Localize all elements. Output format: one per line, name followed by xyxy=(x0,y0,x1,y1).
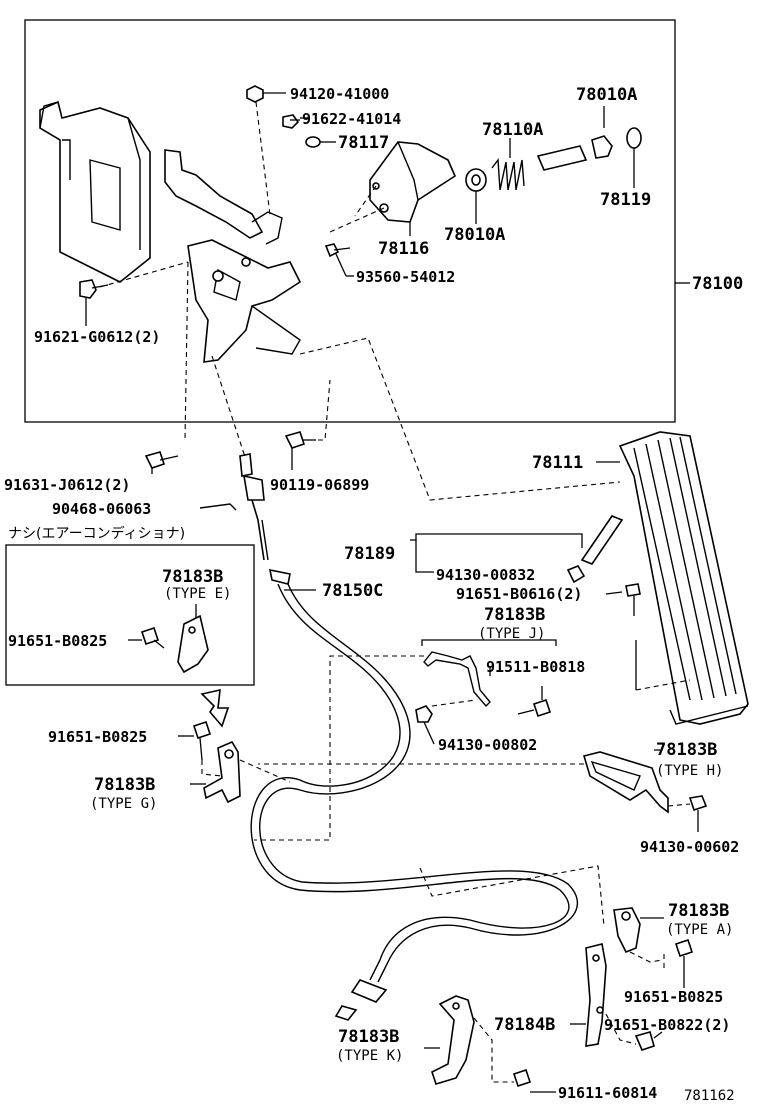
dash-type-g xyxy=(201,760,223,777)
dash-cable-top xyxy=(211,355,247,461)
nut-94130-00802 xyxy=(415,705,433,723)
assembly-frame-78100 xyxy=(24,19,676,423)
label-78116: 78116 xyxy=(378,239,429,259)
dash-pedal-link xyxy=(299,337,621,501)
label-90119: 90119-06899 xyxy=(270,476,369,494)
dash-type-a xyxy=(629,951,663,963)
label-91611: 91611-60814 xyxy=(558,1084,657,1102)
bolt-91651-b0616 xyxy=(625,583,641,616)
label-91631: 91631-J0612(2) xyxy=(4,476,130,494)
pedal-arm-support xyxy=(164,149,302,363)
clamp-78183b-type-k xyxy=(431,995,475,1085)
label-78111: 78111 xyxy=(532,453,583,473)
clamp-78183b-type-e xyxy=(177,614,209,674)
label-78183b-j: 78183B xyxy=(484,605,545,625)
bolt-91651-b0825-a xyxy=(674,938,694,988)
clamp-78183b-type-a xyxy=(613,907,641,954)
clip-90468 xyxy=(199,503,237,511)
spring-78110a xyxy=(491,158,525,191)
bolt-91511 xyxy=(517,698,552,718)
label-type-e: (TYPE E) xyxy=(164,586,231,602)
label-94130-00832: 94130-00832 xyxy=(436,566,535,584)
nut-94120 xyxy=(246,85,264,103)
label-78110a: 78110A xyxy=(482,120,543,140)
label-78183b-e: 78183B xyxy=(162,567,223,587)
label-91511: 91511-B0818 xyxy=(486,658,585,676)
label-type-g: (TYPE G) xyxy=(90,796,157,812)
nut-94130-00602 xyxy=(688,795,708,812)
label-78183b-g: 78183B xyxy=(94,775,155,795)
dash-78116 xyxy=(329,207,385,233)
rod-78010a xyxy=(536,145,588,171)
bolt-91622 xyxy=(282,114,300,129)
bolt-91621 xyxy=(79,279,109,299)
label-78010a-mid: 78010A xyxy=(444,225,505,245)
label-78183b-h: 78183B xyxy=(656,740,717,760)
label-91651-b0825-a: 91651-B0825 xyxy=(624,988,723,1006)
bushing-78010a-mid xyxy=(465,168,487,192)
dash-90119 xyxy=(300,379,331,441)
label-type-h: (TYPE H) xyxy=(656,763,723,779)
label-no-ac: ナシ(エアーコンディショナ) xyxy=(8,525,185,542)
bolt-91631 xyxy=(144,451,179,469)
dash-94120 xyxy=(255,101,271,216)
bracket-78116 xyxy=(369,141,457,223)
clamp-78183b-type-g xyxy=(203,740,241,804)
dash-78116-b xyxy=(354,185,377,217)
washer-78117 xyxy=(305,136,321,148)
label-78183b-a: 78183B xyxy=(668,901,729,921)
label-78183b-k: 78183B xyxy=(338,1027,399,1047)
throttle-cable-78150c xyxy=(239,453,579,1021)
bracket-78184b xyxy=(585,943,607,1047)
label-78010a-top: 78010A xyxy=(576,85,637,105)
label-78150c: 78150C xyxy=(322,581,383,601)
label-91622: 91622-41014 xyxy=(302,110,401,128)
dash-type-j xyxy=(431,699,477,707)
note-box-no-ac xyxy=(5,544,255,686)
dash-78184b-bolt xyxy=(605,1013,637,1045)
label-type-k: (TYPE K) xyxy=(336,1048,403,1064)
label-91651-b0825-g: 91651-B0825 xyxy=(48,728,147,746)
bolt-91611 xyxy=(512,1068,532,1088)
label-78100: 78100 xyxy=(692,274,743,294)
bolt-93560 xyxy=(324,243,351,258)
washer-78119 xyxy=(626,127,642,149)
bolt-90119 xyxy=(284,431,316,449)
label-90468: 90468-06063 xyxy=(52,500,151,518)
label-93560: 93560-54012 xyxy=(356,268,455,286)
label-ref-number: 781162 xyxy=(684,1088,735,1104)
label-78184b: 78184B xyxy=(494,1015,555,1035)
dash-91621 xyxy=(99,261,189,288)
label-78189: 78189 xyxy=(344,544,395,564)
pedal-bracket-plate xyxy=(39,100,151,283)
label-91621: 91621-G0612(2) xyxy=(34,328,160,346)
bolt-91651-b0825-e xyxy=(140,626,165,649)
bushing-78010a-top xyxy=(591,135,613,159)
label-78119: 78119 xyxy=(600,190,651,210)
clamp-78183b-type-h xyxy=(582,751,669,814)
accelerator-pedal-78111 xyxy=(618,431,749,725)
bolt-91651-b0825-g xyxy=(192,720,212,761)
label-91651-b0616: 91651-B0616(2) xyxy=(456,585,582,603)
bolt-91651-b0822 xyxy=(634,1031,655,1051)
bolt-78189 xyxy=(566,515,624,584)
dash-type-j-cable xyxy=(254,655,424,841)
dash-type-g-cable xyxy=(239,759,291,783)
dash-type-h-nut xyxy=(667,803,691,807)
direction-arrow xyxy=(200,688,230,728)
clamp-78183b-type-j xyxy=(423,651,491,708)
label-94130-00602: 94130-00602 xyxy=(640,838,739,856)
label-type-a: (TYPE A) xyxy=(666,922,733,938)
label-94130-00802: 94130-00802 xyxy=(438,736,537,754)
dash-91631 xyxy=(184,261,189,441)
dash-cable-lower xyxy=(419,865,605,927)
label-91651-b0825-e: 91651-B0825 xyxy=(8,632,107,650)
label-78117: 78117 xyxy=(338,133,389,153)
dash-pedal-hinge xyxy=(635,679,691,691)
dash-type-k xyxy=(473,1017,514,1083)
label-94120: 94120-41000 xyxy=(290,85,389,103)
label-type-j: (TYPE J) xyxy=(478,626,545,642)
label-91651-b0822: 91651-B0822(2) xyxy=(604,1016,730,1034)
